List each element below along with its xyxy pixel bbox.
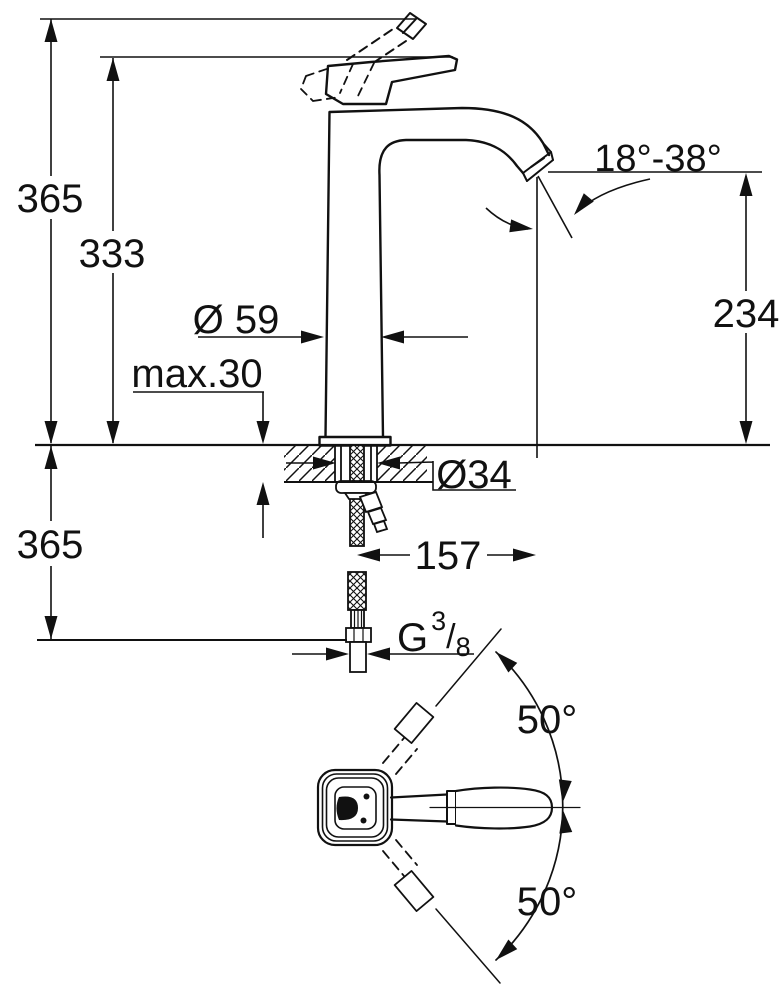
- dim-line-deck-thickness: [133, 391, 264, 538]
- dim-outlet-height-label: 234: [713, 292, 780, 336]
- dim-total-height-label: 365: [17, 177, 84, 221]
- thread-denominator: 8: [456, 632, 471, 662]
- hose-hex-nut: [345, 627, 372, 643]
- thread-numerator: 3: [431, 606, 446, 636]
- dim-spout-top-label: 333: [79, 232, 146, 276]
- cartridge-keyway: [336, 796, 358, 821]
- dim-body-diameter-label: Ø 59: [193, 298, 280, 342]
- hose-tube-end: [349, 641, 367, 673]
- escutcheon-outer: [316, 768, 394, 847]
- lever-swung-upper: [382, 702, 435, 775]
- lever-swung-upper-tip: [393, 702, 435, 744]
- escutcheon-inner: [334, 786, 377, 830]
- dim-spray-angle-label: 18°-38°: [594, 138, 722, 180]
- dim-deck-thickness-label: max.30: [131, 352, 262, 396]
- aerator: [522, 142, 554, 182]
- fan-line-upper: [435, 628, 502, 707]
- spout-inner-edge: [378, 138, 525, 439]
- check-valve-fitting: [358, 490, 389, 534]
- handle-lever-solid: [324, 54, 459, 106]
- mounting-sleeve: [340, 446, 372, 481]
- escutcheon-dot-top: [363, 793, 370, 800]
- dim-outlet-offset-label: 157: [415, 534, 482, 578]
- dim-line-hole-diameter: [286, 461, 516, 491]
- hose-braid: [347, 571, 367, 611]
- dimension-lines: [40, 18, 762, 655]
- stream-angled-line: [537, 175, 573, 239]
- escutcheon-dot-bottom: [360, 817, 367, 824]
- lever-swung-lower: [382, 839, 435, 912]
- dim-swing-upper-label: 50°: [517, 698, 578, 742]
- spout-outer-edge: [324, 106, 551, 439]
- fan-line-lower: [435, 908, 501, 984]
- handle-hidden-edges: [300, 62, 375, 102]
- faucet-front-view: [300, 12, 554, 447]
- mounting-hole-edges: [334, 446, 378, 481]
- thread-slash: /: [446, 618, 456, 656]
- handle-bottom-view: [316, 628, 581, 984]
- lever-swung-lower-tip: [393, 870, 435, 912]
- dim-hole-diameter-label: Ø34: [436, 453, 512, 497]
- under-counter-assembly: [335, 444, 389, 673]
- lever-stem: [389, 793, 449, 823]
- dim-below-deck-label: 365: [17, 523, 84, 567]
- thread-G: G: [397, 616, 428, 660]
- dimension-labels: 365 333 Ø 59 max.30 365 18°-38° 234 Ø34 …: [17, 138, 780, 924]
- dim-swing-lower-label: 50°: [517, 880, 578, 924]
- swing-arc: [495, 651, 564, 961]
- supply-hose: [345, 571, 372, 673]
